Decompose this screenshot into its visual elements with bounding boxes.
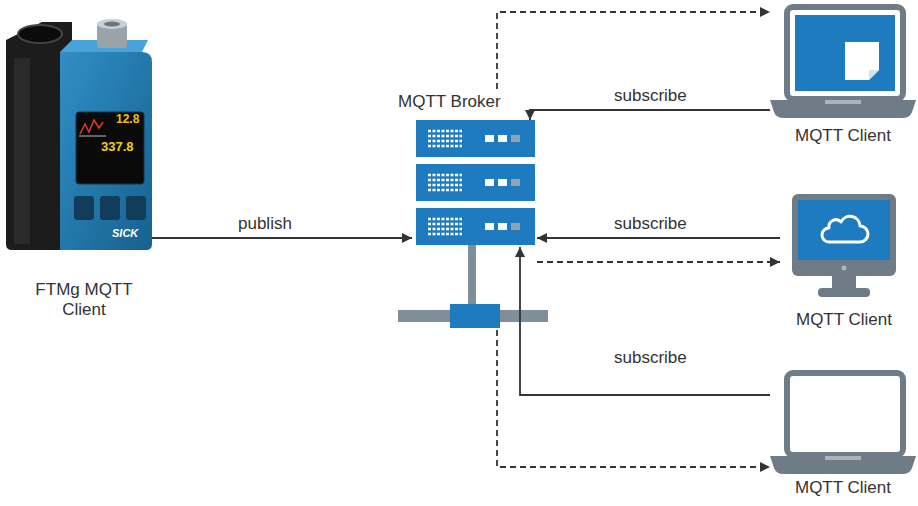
server-leds (485, 135, 520, 230)
edge-label: publish (236, 214, 294, 234)
client-node: MQTT Client (770, 370, 916, 474)
edge-label: subscribe (612, 214, 689, 234)
display-axis (79, 136, 106, 137)
network-stem (468, 245, 476, 307)
laptop-notch (825, 456, 861, 460)
dashed-connector (537, 261, 780, 263)
server-unit (416, 120, 535, 157)
laptop-blue (770, 7, 916, 118)
client-node: MQTT Client (770, 4, 916, 122)
connector-line (537, 237, 780, 239)
connector-line (520, 247, 770, 395)
node-label: FTMg MQTT Client (24, 280, 144, 320)
device-node: FTMg MQTT Client (2, 18, 152, 250)
flow-sensor-device (6, 19, 152, 250)
monitor-button (842, 266, 847, 271)
connector-line (152, 237, 412, 239)
device-button (100, 196, 120, 220)
connector-top (97, 19, 127, 29)
laptop-screen-frame (787, 7, 903, 99)
server-unit (416, 208, 535, 245)
node-label: MQTT Client (770, 126, 916, 146)
server-unit (416, 164, 535, 201)
device-display (76, 112, 144, 184)
laptop-white (770, 373, 916, 474)
monitor-screen (798, 200, 890, 260)
document-fold (869, 70, 879, 80)
laptop-screen (795, 15, 895, 91)
node-label: MQTT Broker (398, 92, 550, 112)
laptop-base (770, 100, 916, 118)
broker-node: MQTT Broker (398, 120, 550, 330)
desktop-monitor (792, 194, 896, 297)
monitor-foot (818, 288, 870, 297)
dashed-connector (497, 12, 770, 89)
node-label: MQTT Client (780, 310, 908, 330)
cloud-icon (822, 216, 868, 242)
display-graph (80, 120, 103, 134)
laptop-base (770, 456, 916, 474)
device-button (126, 196, 146, 220)
client-node: MQTT Client (780, 194, 910, 298)
device-button (74, 196, 94, 220)
connector-line (530, 110, 770, 120)
display-text: 12.8 (116, 112, 139, 127)
connector-pins (104, 22, 120, 27)
dashed-connector (497, 330, 770, 467)
laptop-notch (825, 100, 861, 104)
display-text: 337.8 (101, 139, 134, 155)
document-icon (845, 42, 879, 80)
edge-label: subscribe (612, 86, 689, 106)
server-grille (428, 131, 462, 234)
network-switch (450, 304, 500, 328)
server-stack (398, 120, 548, 328)
monitor-frame (792, 194, 896, 276)
device-highlight (14, 58, 30, 244)
edge-label: subscribe (612, 348, 689, 368)
node-label: MQTT Client (770, 478, 916, 498)
pipe-port (18, 25, 62, 43)
display-text: SICK (112, 226, 138, 240)
device-housing (60, 52, 152, 250)
laptop-screen-frame (787, 373, 903, 455)
monitor-neck (832, 276, 856, 290)
